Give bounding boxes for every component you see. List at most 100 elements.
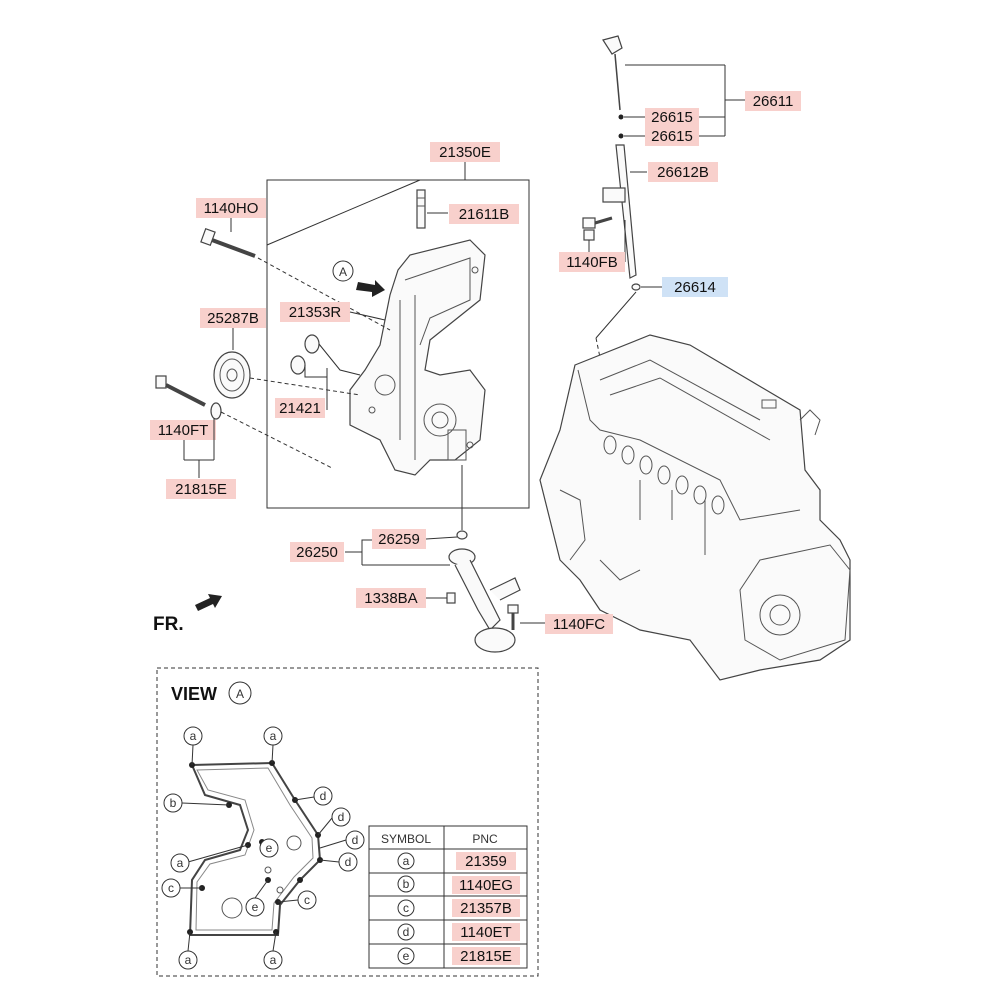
svg-text:26612B: 26612B: [657, 164, 709, 181]
o-ring-26259: [456, 530, 468, 540]
part-label-26611[interactable]: 26611: [745, 91, 801, 111]
svg-text:26615: 26615: [651, 128, 693, 145]
table-pnc: 1140ET: [460, 924, 511, 941]
stud-21611B: [416, 189, 426, 229]
part-label-26259[interactable]: 26259: [372, 529, 426, 549]
callout-c: c: [161, 878, 202, 898]
table-header-symbol: SYMBOL: [381, 832, 431, 846]
table-pnc: 21357B: [460, 900, 512, 917]
svg-text:1140FB: 1140FB: [566, 254, 617, 271]
svg-text:a: a: [190, 729, 197, 743]
part-label-26615-upper[interactable]: 26615: [645, 108, 699, 127]
o-ring-26614: [631, 283, 641, 291]
callout-b: b: [163, 793, 230, 813]
part-label-25287B[interactable]: 25287B: [200, 308, 266, 328]
bolt-1140FB: [582, 216, 613, 241]
table-symbol: c: [403, 901, 409, 915]
svg-text:21815E: 21815E: [175, 481, 227, 498]
callout-d: d: [319, 852, 358, 872]
svg-text:b: b: [170, 796, 177, 810]
front-indicator: FR.: [153, 614, 184, 635]
symbol-pnc-table: SYMBOL PNC a 21359 b 1140EG c 21357B d 1…: [368, 825, 528, 969]
part-label-21353R[interactable]: 21353R: [280, 302, 350, 322]
part-label-26614[interactable]: 26614: [662, 277, 728, 297]
gasket-outline: [188, 761, 322, 936]
svg-text:e: e: [252, 900, 259, 914]
o-ring-26615-lower: [618, 133, 624, 139]
table-symbol: b: [403, 877, 410, 891]
part-label-26250[interactable]: 26250: [290, 542, 344, 562]
svg-text:c: c: [304, 893, 310, 907]
part-label-1140FB[interactable]: 1140FB: [559, 252, 625, 272]
svg-text:a: a: [270, 729, 277, 743]
callout-d: d: [319, 830, 365, 850]
table-symbol: e: [403, 949, 410, 963]
svg-text:1338BA: 1338BA: [364, 590, 417, 607]
table-pnc: 21359: [465, 853, 507, 870]
svg-text:d: d: [345, 855, 352, 869]
svg-text:e: e: [266, 841, 273, 855]
callout-d: d: [294, 786, 333, 806]
callout-a: a: [170, 844, 249, 873]
svg-text:A: A: [339, 265, 347, 279]
label-text: 21350E: [439, 144, 491, 161]
view-title-marker: [228, 681, 252, 705]
timing-cover: [349, 239, 486, 476]
guide-tube-26612B: [602, 144, 637, 279]
bolt-1140FT: [155, 375, 206, 407]
callout-a: a: [263, 726, 283, 764]
oil-seal-lower: [290, 355, 306, 375]
view-arrow-icon: [356, 280, 385, 297]
callout-c: c: [277, 890, 317, 910]
view-callouts: a a b d d e d a c d c e a a: [161, 726, 365, 970]
svg-text:26615: 26615: [651, 109, 693, 126]
part-label-1338BA[interactable]: 1338BA: [356, 588, 426, 608]
part-label-26612B[interactable]: 26612B: [648, 162, 718, 182]
o-ring-26615-upper: [618, 114, 624, 120]
callout-a: a: [183, 726, 203, 766]
part-label-1140FT[interactable]: 1140FT: [150, 420, 216, 440]
svg-text:26250: 26250: [296, 544, 338, 561]
view-a-marker: A: [332, 260, 354, 282]
svg-text:A: A: [236, 687, 244, 701]
svg-text:d: d: [352, 833, 359, 847]
svg-text:25287B: 25287B: [207, 310, 259, 327]
callout-a: a: [178, 931, 198, 970]
part-label-1140HO[interactable]: 1140HO: [196, 198, 266, 218]
part-label-21815E[interactable]: 21815E: [166, 479, 236, 499]
pulley-25287B: [213, 351, 251, 399]
svg-text:1140HO: 1140HO: [204, 200, 259, 217]
svg-text:1140FC: 1140FC: [553, 616, 605, 633]
oil-seal-upper: [304, 334, 320, 354]
part-label-21611B[interactable]: 21611B: [449, 204, 519, 224]
svg-text:a: a: [270, 953, 277, 967]
callout-e: e: [259, 838, 279, 858]
svg-text:21611B: 21611B: [459, 206, 510, 223]
callout-e: e: [245, 879, 269, 917]
svg-text:26611: 26611: [753, 93, 794, 110]
part-label-26615-lower[interactable]: 26615: [645, 127, 699, 146]
part-label-21421[interactable]: 21421: [275, 398, 325, 418]
svg-text:d: d: [320, 789, 327, 803]
svg-text:c: c: [168, 881, 174, 895]
svg-text:21353R: 21353R: [289, 304, 342, 321]
svg-text:1140FT: 1140FT: [158, 422, 209, 439]
view-title: VIEW: [171, 684, 217, 704]
part-label-1140FC[interactable]: 1140FC: [545, 614, 613, 634]
bolt-1140HO: [200, 227, 256, 258]
washer-21815E: [210, 402, 222, 420]
callout-a: a: [263, 931, 283, 970]
dipstick-26611: [602, 35, 623, 111]
view-a-panel: [156, 667, 539, 977]
callout-d: d: [317, 807, 351, 836]
engine-block: [539, 334, 851, 681]
table-header-pnc: PNC: [472, 832, 498, 846]
svg-text:26614: 26614: [674, 279, 716, 296]
table-pnc: 21815E: [460, 948, 512, 965]
part-label-21350E[interactable]: 21350E: [430, 142, 500, 162]
table-symbol: a: [403, 854, 410, 868]
svg-text:d: d: [338, 810, 345, 824]
table-pnc: 1140EG: [459, 877, 513, 894]
svg-text:a: a: [177, 856, 184, 870]
